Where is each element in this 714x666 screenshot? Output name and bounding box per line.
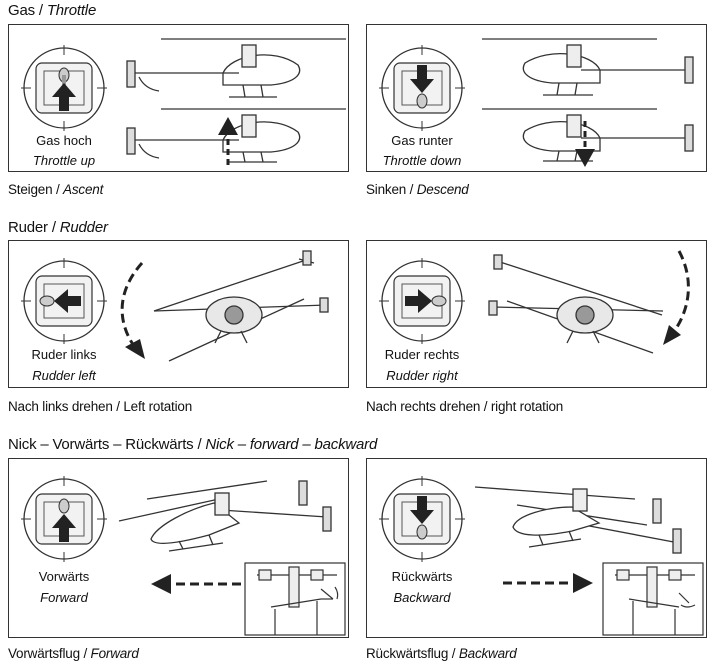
label-forward-de: Vorwärts [38, 569, 90, 584]
throttle-up-illustration [21, 38, 346, 165]
section-title-throttle: Gas / Throttle [8, 2, 97, 19]
label-throttle-down-en: Throttle down [382, 153, 462, 168]
stick-down-icon [379, 45, 465, 131]
rudder-left-illustration [21, 250, 329, 362]
panel-backward: Rückwärts Backward [366, 458, 707, 638]
caption-right-rotation: Nach rechts drehen / right rotation [366, 399, 564, 414]
caption-ascent: Steigen / Ascent [8, 182, 104, 197]
stick-down-icon [379, 476, 465, 562]
throttle-down-illustration [379, 38, 694, 167]
panel-rudder-left: Ruder links Rudder left [8, 240, 349, 388]
stick-up-icon [21, 45, 107, 131]
caption-left-rotation: Nach links drehen / Left rotation [8, 399, 193, 414]
helicopter-icon [482, 38, 694, 96]
caption-forward-flight: Vorwärtsflug / Forward [8, 646, 139, 661]
helicopter-icon [488, 254, 664, 354]
arrow-up-dashed-icon [218, 117, 238, 165]
caption-descend: Sinken / Descend [366, 182, 469, 197]
label-rudder-right-en: Rudder right [386, 368, 458, 383]
label-forward-en: Forward [40, 590, 88, 605]
label-backward-en: Backward [393, 590, 451, 605]
stick-left-icon [21, 258, 107, 344]
section-title-rudder: Ruder / Rudder [8, 219, 108, 236]
label-backward-de: Rückwärts [391, 569, 453, 584]
backward-illustration [379, 476, 704, 636]
caption-backward-flight: Rückwärtsflug / Backward [366, 646, 517, 661]
stick-up-icon [21, 476, 107, 562]
label-throttle-up-en: Throttle up [32, 153, 96, 168]
section-title-nick: Nick – Vorwärts – Rückwärts / Nick – for… [8, 436, 378, 453]
helicopter-icon [126, 108, 346, 163]
swashplate-detail-icon [244, 562, 346, 636]
arrow-right-dashed-icon [503, 573, 593, 593]
stick-right-icon [379, 258, 465, 344]
arrow-left-dashed-icon [151, 574, 241, 594]
forward-illustration [21, 476, 346, 636]
label-throttle-up-de: Gas hoch [36, 133, 92, 148]
rotate-cw-icon [663, 250, 690, 345]
panel-forward: Vorwärts Forward [8, 458, 349, 638]
label-throttle-down-de: Gas runter [391, 133, 453, 148]
panel-throttle-down: Gas runter Throttle down [366, 24, 707, 172]
helicopter-icon [126, 38, 346, 98]
helicopter-icon [474, 486, 682, 554]
rudder-right-illustration [379, 250, 690, 354]
swashplate-detail-icon [602, 562, 704, 636]
helicopter-icon [118, 480, 332, 552]
label-rudder-left-en: Rudder left [32, 368, 96, 383]
helicopter-icon [153, 250, 329, 362]
arrow-down-dashed-icon [575, 121, 595, 167]
panel-rudder-right: Ruder rechts Rudder right [366, 240, 707, 388]
panel-throttle-up: Gas hoch Throttle up [8, 24, 349, 172]
rotate-ccw-icon [120, 262, 145, 359]
label-rudder-right-de: Ruder rechts [384, 347, 460, 362]
label-rudder-left-de: Ruder links [31, 347, 97, 362]
